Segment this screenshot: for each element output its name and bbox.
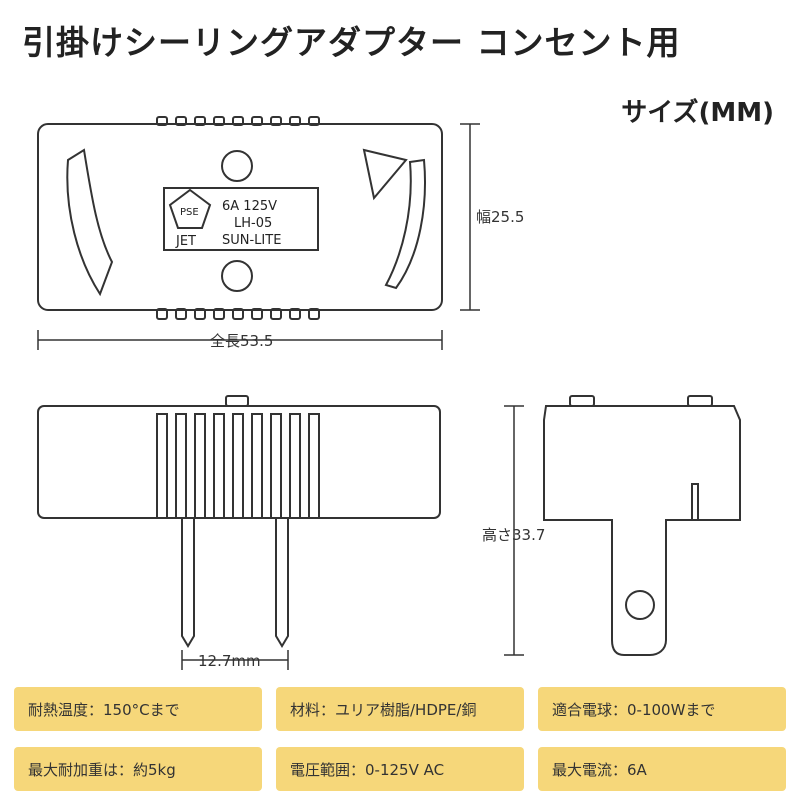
spec-max-current: 最大電流：6A [538, 747, 786, 791]
bottom-hole [221, 260, 253, 292]
right-hook-slot [362, 148, 426, 290]
top-hole [221, 150, 253, 182]
front-view-body [37, 405, 441, 519]
page-title: 引掛けシーリングアダプター コンセント用 [22, 23, 681, 62]
spec-compatible-bulb: 適合電球：0-100Wまで [538, 687, 786, 731]
spec-material: 材料：ユリア樹脂/HDPE/銅 [276, 687, 524, 731]
width-dimension: 幅25.5 [476, 208, 524, 226]
pin-spacing-dimension: 12.7mm [198, 652, 261, 670]
pse-mark-text: PSE [180, 207, 199, 218]
size-unit-label: サイズ(MM) [621, 98, 774, 128]
pse-mark [168, 188, 212, 229]
pin-hole [625, 590, 655, 620]
right-pin [275, 518, 289, 648]
spec-max-load: 最大耐加重は：約5kg [14, 747, 262, 791]
rating-label-box [163, 187, 319, 251]
jet-text: JET [175, 234, 196, 249]
product-drawing: 6A 125V LH-05 SUN-LITE PSE JET 幅25.5 全長5… [37, 116, 741, 670]
brand-text: SUN-LITE [222, 233, 281, 248]
rating-text: 6A 125V [222, 199, 277, 214]
left-pin [181, 518, 195, 648]
height-dimension: 高さ33.7 [482, 526, 545, 544]
side-view-body [543, 405, 741, 656]
top-view-vents-top [156, 116, 320, 126]
top-view-vents-bottom [156, 308, 320, 320]
spec-heat-resistance: 耐熱温度：150°Cまで [14, 687, 262, 731]
left-hook-slot [66, 148, 114, 297]
model-text: LH-05 [234, 216, 272, 231]
front-view-ribs [156, 413, 320, 519]
spec-voltage-range: 電圧範囲：0-125V AC [276, 747, 524, 791]
length-dimension: 全長53.5 [210, 332, 273, 350]
